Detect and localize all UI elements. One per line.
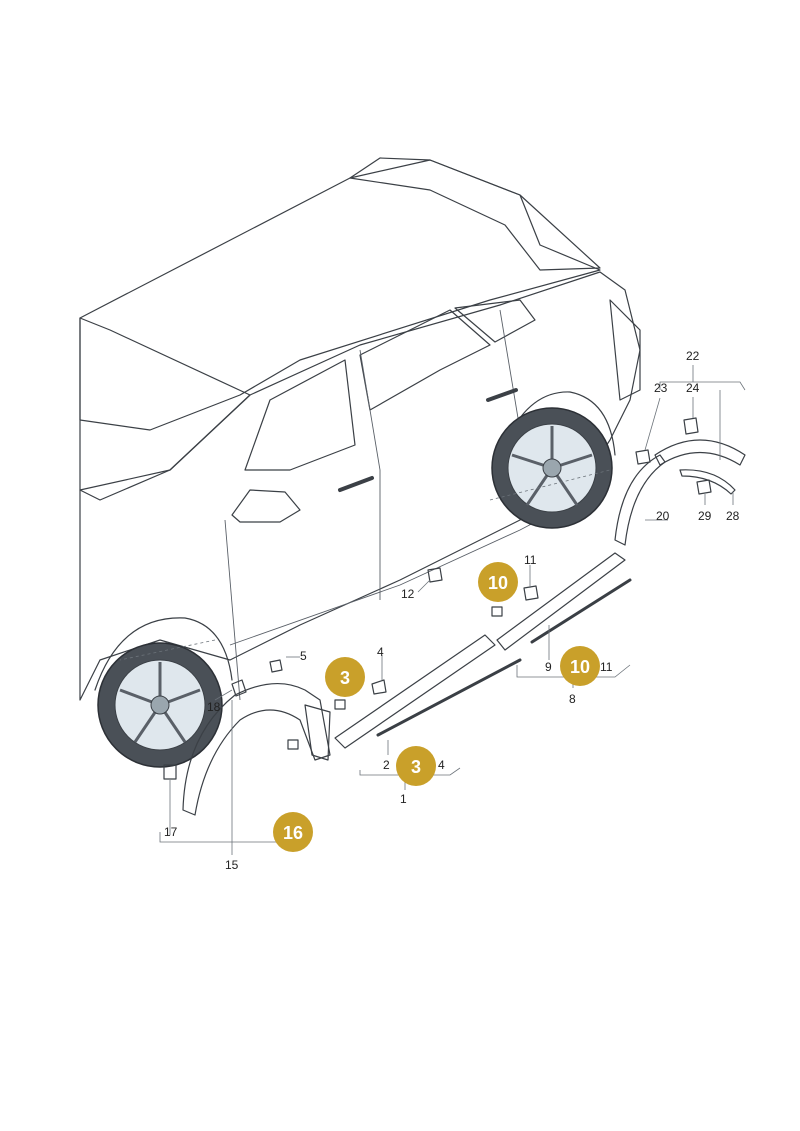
clip-24 xyxy=(683,417,699,435)
clip-11 xyxy=(523,585,539,601)
clip-3a xyxy=(334,699,346,710)
clip-17 xyxy=(163,764,177,780)
callout-labels: 1 2 4 4 5 8 9 11 11 12 15 17 18 20 22 23… xyxy=(164,349,740,872)
parts-group xyxy=(163,417,746,816)
clip-4 xyxy=(371,679,387,695)
clip-12 xyxy=(427,567,443,583)
highlight-badges: 10 10 3 3 16 xyxy=(273,562,600,852)
clip-5 xyxy=(269,659,283,673)
svg-text:10: 10 xyxy=(570,657,590,677)
callout-18: 18 xyxy=(207,700,221,714)
badge-16: 16 xyxy=(273,812,313,852)
svg-text:3: 3 xyxy=(411,757,421,777)
clip-10 xyxy=(491,606,503,617)
callout-11a: 11 xyxy=(524,553,537,567)
leader-lines xyxy=(159,365,746,855)
badge-10b: 10 xyxy=(560,646,600,686)
vehicle-illustration xyxy=(79,157,641,768)
clip-29 xyxy=(696,479,712,495)
rear-sill-strip xyxy=(530,578,632,644)
callout-17: 17 xyxy=(164,825,178,839)
svg-text:10: 10 xyxy=(488,573,508,593)
rear-upper-arch-trim xyxy=(654,439,746,466)
callout-11b: 11 xyxy=(600,660,613,674)
front-sill-strip xyxy=(376,658,522,737)
callout-22: 22 xyxy=(686,349,700,363)
rear-wheel-arch-trim xyxy=(614,454,666,546)
mud-flap xyxy=(304,704,331,761)
callout-20: 20 xyxy=(656,509,670,523)
clip-16 xyxy=(287,739,299,750)
arch-strip xyxy=(679,469,736,495)
callout-2: 2 xyxy=(383,758,390,772)
callout-1: 1 xyxy=(400,792,407,806)
rear-sill-trim xyxy=(496,552,626,651)
callout-24: 24 xyxy=(686,381,700,395)
badge-3a: 3 xyxy=(325,657,365,697)
callout-28: 28 xyxy=(726,509,740,523)
callout-8: 8 xyxy=(569,692,576,706)
front-wheel-arch-trim xyxy=(182,682,331,816)
callout-5: 5 xyxy=(300,649,307,663)
badge-3b: 3 xyxy=(396,746,436,786)
clip-18 xyxy=(231,679,247,697)
front-sill-trim xyxy=(334,634,496,749)
callout-29: 29 xyxy=(698,509,712,523)
clip-23 xyxy=(635,449,651,465)
callout-4a: 4 xyxy=(377,645,384,659)
svg-text:16: 16 xyxy=(283,823,303,843)
callout-9: 9 xyxy=(545,660,552,674)
callout-12: 12 xyxy=(401,587,415,601)
callout-4b: 4 xyxy=(438,758,445,772)
svg-text:3: 3 xyxy=(340,668,350,688)
callout-15: 15 xyxy=(225,858,239,872)
callout-23: 23 xyxy=(654,381,668,395)
badge-10a: 10 xyxy=(478,562,518,602)
